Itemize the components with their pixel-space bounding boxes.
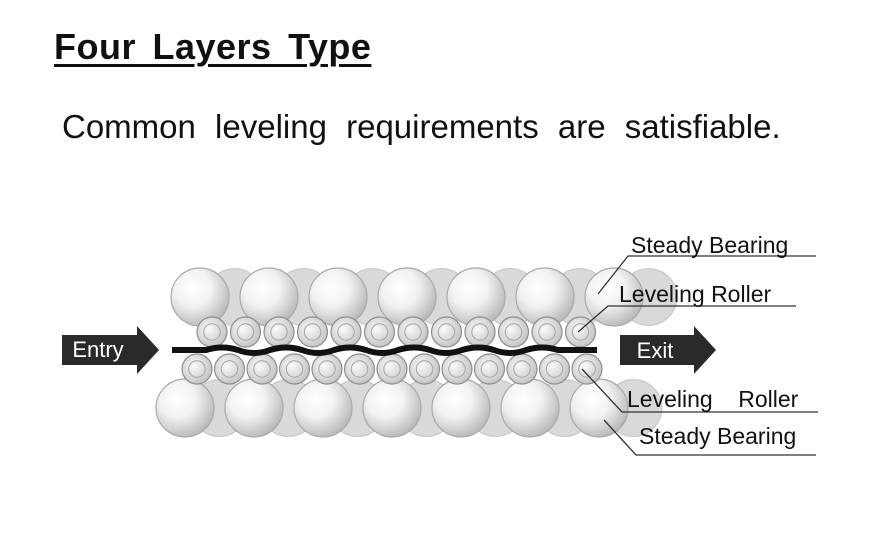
leveling-roller — [531, 316, 563, 348]
steady-bearing — [293, 378, 353, 438]
leveling-roller — [296, 316, 329, 348]
leveling-roller-hub — [404, 323, 422, 341]
callout-top-leveling-roller: Leveling Roller — [619, 281, 772, 307]
leveling-roller-hub — [350, 360, 369, 378]
leveling-roller — [397, 316, 429, 348]
steady-bearing — [431, 378, 491, 438]
leveling-roller-hub — [236, 323, 255, 341]
leveling-roller — [278, 353, 311, 385]
leveling-roller-hub — [253, 360, 271, 378]
entry-label: Entry — [72, 337, 123, 362]
top-steady-bearing-row — [170, 267, 644, 327]
exit-arrow: Exit — [620, 326, 716, 374]
leveling-roller-hub — [578, 360, 596, 378]
leveling-roller-hub — [471, 323, 489, 341]
leveling-roller-hub — [437, 323, 456, 341]
steady-bearing — [155, 378, 215, 438]
leveling-roller — [497, 316, 530, 348]
leveling-roller-hub — [513, 360, 531, 378]
leveling-roller — [506, 353, 538, 385]
leveling-roller — [196, 316, 228, 348]
leveling-roller — [571, 353, 603, 385]
leveling-roller-hub — [203, 323, 221, 341]
leveling-roller — [246, 353, 278, 385]
leveling-roller — [263, 316, 295, 348]
leveling-roller — [464, 316, 496, 348]
leveling-roller — [473, 353, 506, 385]
leveling-roller — [311, 353, 343, 385]
leveling-roller-hub — [448, 360, 466, 378]
exit-label: Exit — [637, 338, 674, 363]
leveling-roller-hub — [318, 360, 336, 378]
leveling-roller-hub — [415, 360, 434, 378]
steady-bearing — [170, 267, 230, 327]
callout-top-steady-bearing: Steady Bearing — [631, 232, 789, 258]
leveling-roller — [538, 353, 571, 385]
leveling-roller-hub — [370, 323, 389, 341]
leveling-roller-hub — [504, 323, 523, 341]
callout-bottom-steady-bearing: Steady Bearing — [639, 423, 797, 449]
leveling-roller-hub — [480, 360, 499, 378]
leveling-roller-hub — [571, 323, 590, 341]
leveling-roller-hub — [188, 360, 206, 378]
leveling-roller — [330, 316, 362, 348]
metal-strip — [172, 344, 597, 356]
leveling-roller — [343, 353, 376, 385]
leveling-roller-hub — [337, 323, 355, 341]
leveling-roller — [363, 316, 396, 348]
steady-bearing — [224, 378, 284, 438]
page-subtitle: Common leveling requirements are satisfi… — [62, 108, 781, 145]
steady-bearing — [500, 378, 560, 438]
entry-arrow: Entry — [62, 326, 159, 374]
leveling-roller — [408, 353, 441, 385]
leveling-roller — [430, 316, 463, 348]
bottom-leveling-roller-row — [181, 353, 603, 385]
leveling-roller-hub — [383, 360, 401, 378]
leveling-roller-hub — [220, 360, 239, 378]
steady-bearing — [584, 267, 644, 327]
callout-bottom-leveling-roller: Leveling Roller — [627, 386, 799, 412]
leveling-roller — [181, 353, 213, 385]
leveling-roller-hub — [538, 323, 556, 341]
leveling-roller-hub — [285, 360, 304, 378]
leveling-roller-hub — [270, 323, 288, 341]
steady-bearing — [377, 267, 437, 327]
top-leveling-roller-row — [196, 316, 597, 348]
leveling-roller — [213, 353, 246, 385]
steady-bearing — [569, 378, 629, 438]
leveling-roller — [441, 353, 473, 385]
leveling-roller — [229, 316, 262, 348]
steady-bearing — [362, 378, 422, 438]
page-title: Four Layers Type — [54, 26, 372, 67]
leveling-roller — [376, 353, 408, 385]
leveling-roller-hub — [303, 323, 322, 341]
callout-leaders — [577, 255, 818, 456]
leveling-roller-hub — [545, 360, 564, 378]
